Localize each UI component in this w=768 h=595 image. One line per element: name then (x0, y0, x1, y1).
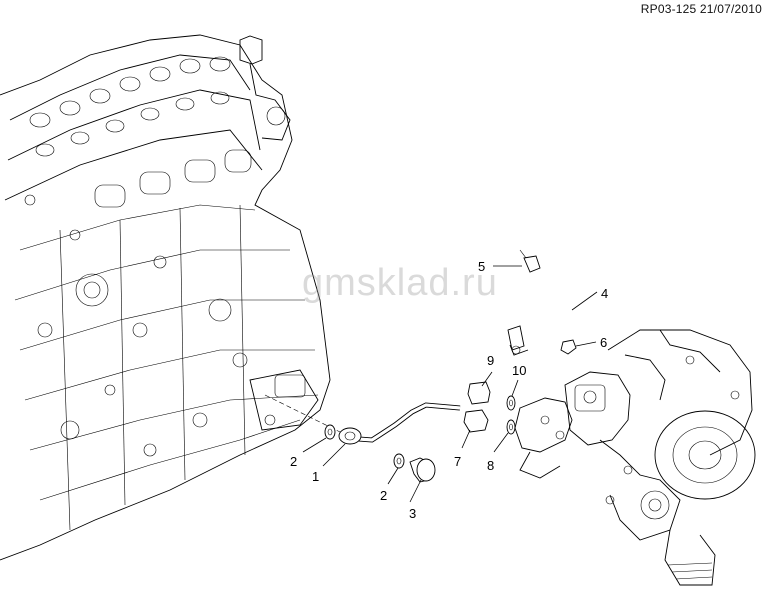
callout-1: 1 (312, 469, 319, 484)
callout-3: 3 (409, 506, 416, 521)
callout-6: 6 (600, 335, 607, 350)
callout-8: 8 (487, 458, 494, 473)
turbocharger-drawing (514, 329, 756, 586)
engine-block-drawing (0, 34, 331, 561)
callout-9: 9 (487, 353, 494, 368)
callout-2-lower: 2 (380, 488, 387, 503)
document-code: RP03-125 21/07/2010 (640, 2, 762, 16)
oil-feed-pipe-drawing (324, 249, 577, 483)
callout-10: 10 (512, 363, 526, 378)
callout-7: 7 (454, 454, 461, 469)
leader-lines (302, 265, 598, 503)
watermark: gmsklad.ru (302, 262, 498, 304)
callout-4: 4 (601, 286, 608, 301)
callout-2-upper: 2 (290, 454, 297, 469)
alignment-line (264, 394, 341, 433)
callout-5: 5 (478, 259, 485, 274)
